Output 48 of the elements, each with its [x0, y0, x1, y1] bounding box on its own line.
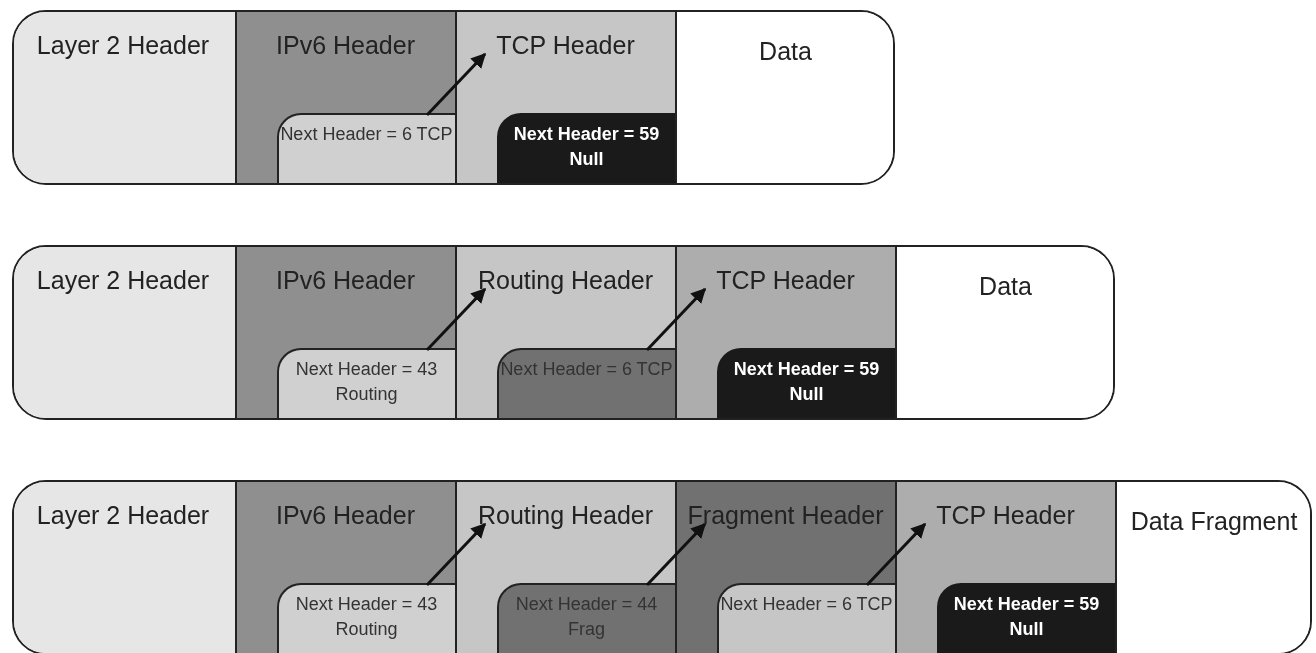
segment-label: Routing Header — [476, 265, 655, 296]
header-segment — [454, 247, 675, 418]
segment-label: Layer 2 Header — [35, 265, 211, 296]
field-label: Next Header = 59 Null — [732, 358, 881, 406]
header-segment — [674, 247, 895, 418]
next-header-field — [496, 583, 675, 653]
segment-label: TCP Header — [935, 500, 1076, 531]
next-header-field — [276, 348, 455, 418]
segment-label: IPv6 Header — [275, 265, 416, 296]
field-label: Next Header = 6 TCP — [279, 123, 454, 146]
header-segment — [14, 12, 235, 183]
header-segment — [234, 12, 455, 183]
field-label: Next Header = 43 Routing — [294, 358, 439, 406]
next-header-field — [496, 348, 675, 418]
field-label: Next Header = 44 Frag — [514, 593, 659, 641]
header-segment — [674, 12, 893, 183]
segment-label: Data — [978, 271, 1033, 302]
header-segment — [894, 247, 1113, 418]
field-label: Next Header = 59 Null — [512, 123, 661, 171]
field-label: Next Header = 59 Null — [952, 593, 1101, 641]
field-label: Next Header = 6 TCP — [719, 593, 894, 616]
segment-label: Layer 2 Header — [35, 30, 211, 61]
segment-label: TCP Header — [715, 265, 856, 296]
segment-label: Data Fragment — [1129, 506, 1299, 537]
header-segment — [14, 482, 235, 653]
next-header-field — [276, 113, 455, 183]
header-segment — [674, 482, 895, 653]
header-segment — [454, 482, 675, 653]
segment-label: Data — [758, 36, 813, 67]
segment-label: IPv6 Header — [275, 500, 416, 531]
segment-label: Routing Header — [476, 500, 655, 531]
next-header-field — [716, 348, 895, 418]
segment-label: Fragment Header — [686, 500, 885, 531]
header-segment — [234, 247, 455, 418]
header-segment — [14, 247, 235, 418]
segment-label: IPv6 Header — [275, 30, 416, 61]
next-header-field — [936, 583, 1115, 653]
header-segment — [454, 12, 675, 183]
header-segment — [894, 482, 1115, 653]
field-label: Next Header = 6 TCP — [499, 358, 674, 381]
header-segment — [1114, 482, 1310, 653]
field-label: Next Header = 43 Routing — [294, 593, 439, 641]
next-header-field — [496, 113, 675, 183]
next-header-field — [716, 583, 895, 653]
segment-label: TCP Header — [495, 30, 636, 61]
segment-label: Layer 2 Header — [35, 500, 211, 531]
next-header-field — [276, 583, 455, 653]
header-segment — [234, 482, 455, 653]
